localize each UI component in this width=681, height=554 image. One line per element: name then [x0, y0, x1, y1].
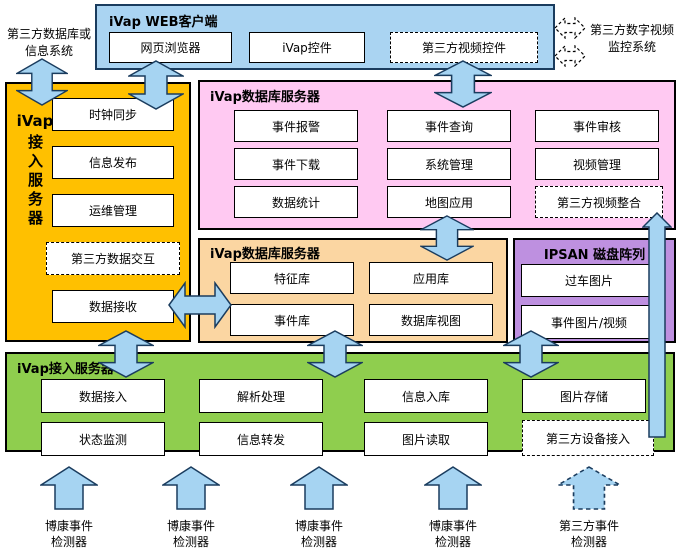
arrow-webclient-accessserver	[128, 60, 184, 110]
arrow-dbserver-accessbottom	[307, 330, 363, 378]
arrow-accessleft-accessbottom	[98, 330, 154, 378]
box-database-views: 数据库视图	[369, 304, 493, 336]
detector-label-4: 愽康事件 检测器	[428, 519, 477, 549]
database-server-upper-section: iVap数据库服务器 事件报警 事件查询 事件审核 事件下载 系统管理 视频管理…	[198, 80, 676, 230]
external-video-system-label: 第三方数字视频 监控系统	[589, 23, 674, 54]
access-server-bottom-title: iVap接入服务器	[17, 362, 114, 377]
arrow-accessserver-dbserver-horizontal	[168, 281, 232, 329]
database-server-lower-title: iVap数据库服务器	[210, 247, 320, 262]
box-ops-management: 运维管理	[52, 194, 174, 227]
detector-label-2: 博康事件 检测器	[166, 519, 215, 549]
box-event-alarm: 事件报警	[234, 110, 358, 142]
access-server-left-section: iVap 接入服务器 时钟同步 信息发布 运维管理 第三方数据交互 数据接收	[5, 82, 191, 342]
arrow-detector-2	[162, 466, 220, 510]
arrow-detector-third-party	[557, 466, 621, 510]
detector-label-third-party: 第三方事件 检测器	[558, 519, 619, 549]
arrow-detector-3	[290, 466, 348, 510]
box-event-images-video: 事件图片/视频	[521, 305, 657, 339]
box-system-management: 系统管理	[387, 148, 511, 180]
box-image-read: 图片读取	[364, 422, 488, 456]
database-server-upper-title: iVap数据库服务器	[210, 90, 320, 105]
arrow-dbserver-upper-lower	[420, 215, 474, 261]
box-info-forward: 信息转发	[199, 422, 323, 456]
box-vehicle-pass-images: 过车图片	[521, 264, 657, 297]
box-application-db: 应用库	[369, 262, 493, 294]
detector-label-3: 博康事件 检测器	[294, 519, 343, 549]
arrow-detector-4	[424, 466, 482, 510]
box-map-application: 地图应用	[387, 186, 511, 218]
ipsan-title: IPSAN 磁盘阵列	[543, 248, 646, 263]
access-server-left-title: iVap 接入服务器	[15, 112, 55, 229]
box-data-receive: 数据接收	[52, 290, 174, 323]
access-server-left-title-latin: iVap	[16, 112, 54, 130]
arrow-videocontrol-dbserver	[434, 60, 492, 108]
arrow-external-video-bottom	[554, 45, 586, 67]
box-web-browser: 网页浏览器	[109, 32, 232, 63]
box-feature-db: 特征库	[230, 262, 354, 294]
external-database-system-label: 第三方数据库或 信息系统	[6, 27, 91, 58]
arrow-external-video-top	[554, 17, 586, 39]
box-data-statistics: 数据统计	[234, 186, 358, 218]
arrow-detector-1	[40, 466, 98, 510]
box-event-audit: 事件审核	[535, 110, 659, 142]
access-server-left-title-cjk: 接入服务器	[26, 134, 44, 229]
arrow-ipsan-accessbottom	[503, 330, 559, 378]
web-client-section: iVap WEB客户端 网页浏览器 iVap控件 第三方视频控件	[95, 4, 555, 70]
arrow-device-video-integration-long	[642, 212, 672, 438]
box-info-publish: 信息发布	[52, 146, 174, 179]
box-video-management: 视频管理	[535, 148, 659, 180]
box-status-monitor: 状态监测	[41, 422, 165, 456]
box-third-party-video-integration: 第三方视频整合	[535, 186, 663, 218]
box-ivap-control: iVap控件	[249, 32, 365, 63]
box-event-db: 事件库	[230, 304, 354, 336]
box-data-access: 数据接入	[41, 379, 165, 413]
box-event-query: 事件查询	[387, 110, 511, 142]
box-third-party-device-access: 第三方设备接入	[522, 420, 654, 456]
web-client-title: iVap WEB客户端	[109, 15, 218, 30]
box-third-party-video-control: 第三方视频控件	[390, 32, 538, 63]
box-info-storage: 信息入库	[364, 379, 488, 413]
box-third-party-data-exchange: 第三方数据交互	[46, 242, 180, 275]
box-parse-process: 解析处理	[199, 379, 323, 413]
arrow-externaldb-accessserver	[16, 58, 68, 106]
detector-label-1: 博康事件 检测器	[44, 519, 93, 549]
box-event-download: 事件下载	[234, 148, 358, 180]
box-image-storage: 图片存储	[522, 379, 646, 413]
